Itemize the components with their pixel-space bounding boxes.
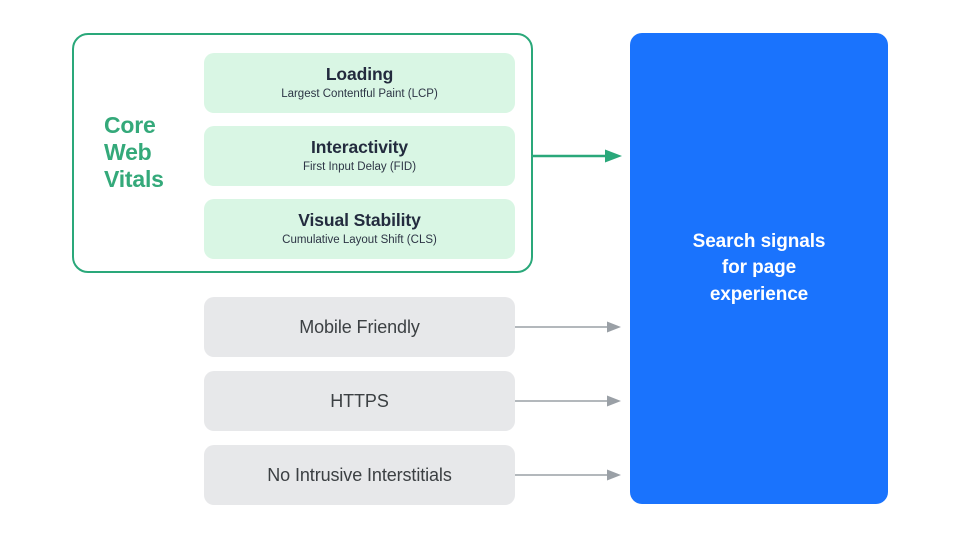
signal-label: HTTPS xyxy=(330,390,389,411)
arrow-https xyxy=(515,395,621,407)
core-web-vitals-label-line-1: Core xyxy=(104,112,156,138)
metric-card-visual-stability[interactable]: Visual Stability Cumulative Layout Shift… xyxy=(204,199,515,259)
metric-subtitle: First Input Delay (FID) xyxy=(302,160,417,173)
metric-card-loading[interactable]: Loading Largest Contentful Paint (LCP) xyxy=(204,53,515,113)
metric-title: Loading xyxy=(325,64,394,85)
arrow-core-web-vitals xyxy=(533,149,622,163)
signal-box-mobile-friendly[interactable]: Mobile Friendly xyxy=(204,297,515,357)
metric-title: Interactivity xyxy=(311,137,408,158)
search-signals-box[interactable]: Search signals for page experience xyxy=(630,33,888,504)
arrow-no-intrusive-interstitials xyxy=(515,469,621,481)
signal-label: Mobile Friendly xyxy=(299,316,420,337)
core-web-vitals-group xyxy=(72,33,533,273)
metric-card-interactivity[interactable]: Interactivity First Input Delay (FID) xyxy=(204,126,515,186)
core-web-vitals-label-line-3: Vitals xyxy=(104,165,164,192)
signal-label: No Intrusive Interstitials xyxy=(267,464,452,485)
arrow-mobile-friendly xyxy=(515,321,621,333)
signal-box-https[interactable]: HTTPS xyxy=(204,371,515,431)
metric-title: Visual Stability xyxy=(298,210,421,231)
core-web-vitals-label: Core Web Vitals xyxy=(104,112,190,193)
signal-box-no-intrusive-interstitials[interactable]: No Intrusive Interstitials xyxy=(204,445,515,505)
search-signals-text: Search signals for page experience xyxy=(692,231,826,305)
metric-subtitle: Largest Contentful Paint (LCP) xyxy=(281,87,438,100)
metric-subtitle: Cumulative Layout Shift (CLS) xyxy=(282,233,437,246)
core-web-vitals-label-line-2: Web xyxy=(104,138,152,165)
